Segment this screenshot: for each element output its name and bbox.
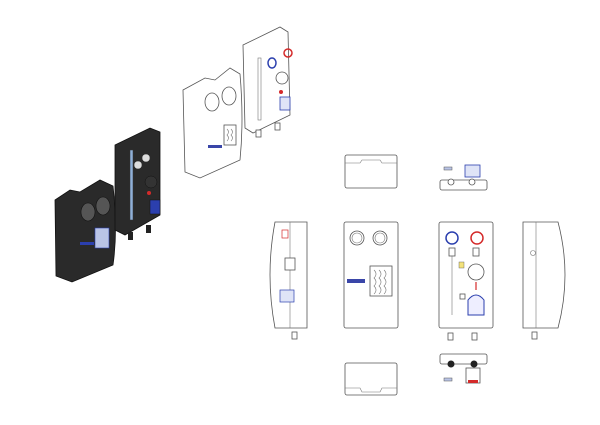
actuator-icon [279,96,291,111]
gauge-icon [133,160,143,170]
left-side-view [269,221,308,340]
gauge-icon [141,153,151,163]
label-panel-icon [94,227,110,249]
iso-dark-cover [54,179,116,283]
logo [80,242,94,245]
logo [208,145,222,148]
cover-bottom-view [344,362,398,396]
iso-dark-backplate [114,127,161,240]
right-side-view [522,221,566,340]
front-backplate-view [438,221,494,341]
pump-icon [144,175,158,189]
pump-icon [275,71,289,85]
front-cover-view [343,221,399,329]
backplate-top-view [439,164,488,191]
iso-white-backplate [242,26,293,138]
actuator-icon [467,294,485,316]
logo [347,279,365,283]
cover-top-view [344,154,398,189]
iso-white-cover [182,67,243,179]
backplate-bottom-view [439,353,488,384]
actuator-icon [149,199,161,215]
pump-icon [467,263,485,281]
